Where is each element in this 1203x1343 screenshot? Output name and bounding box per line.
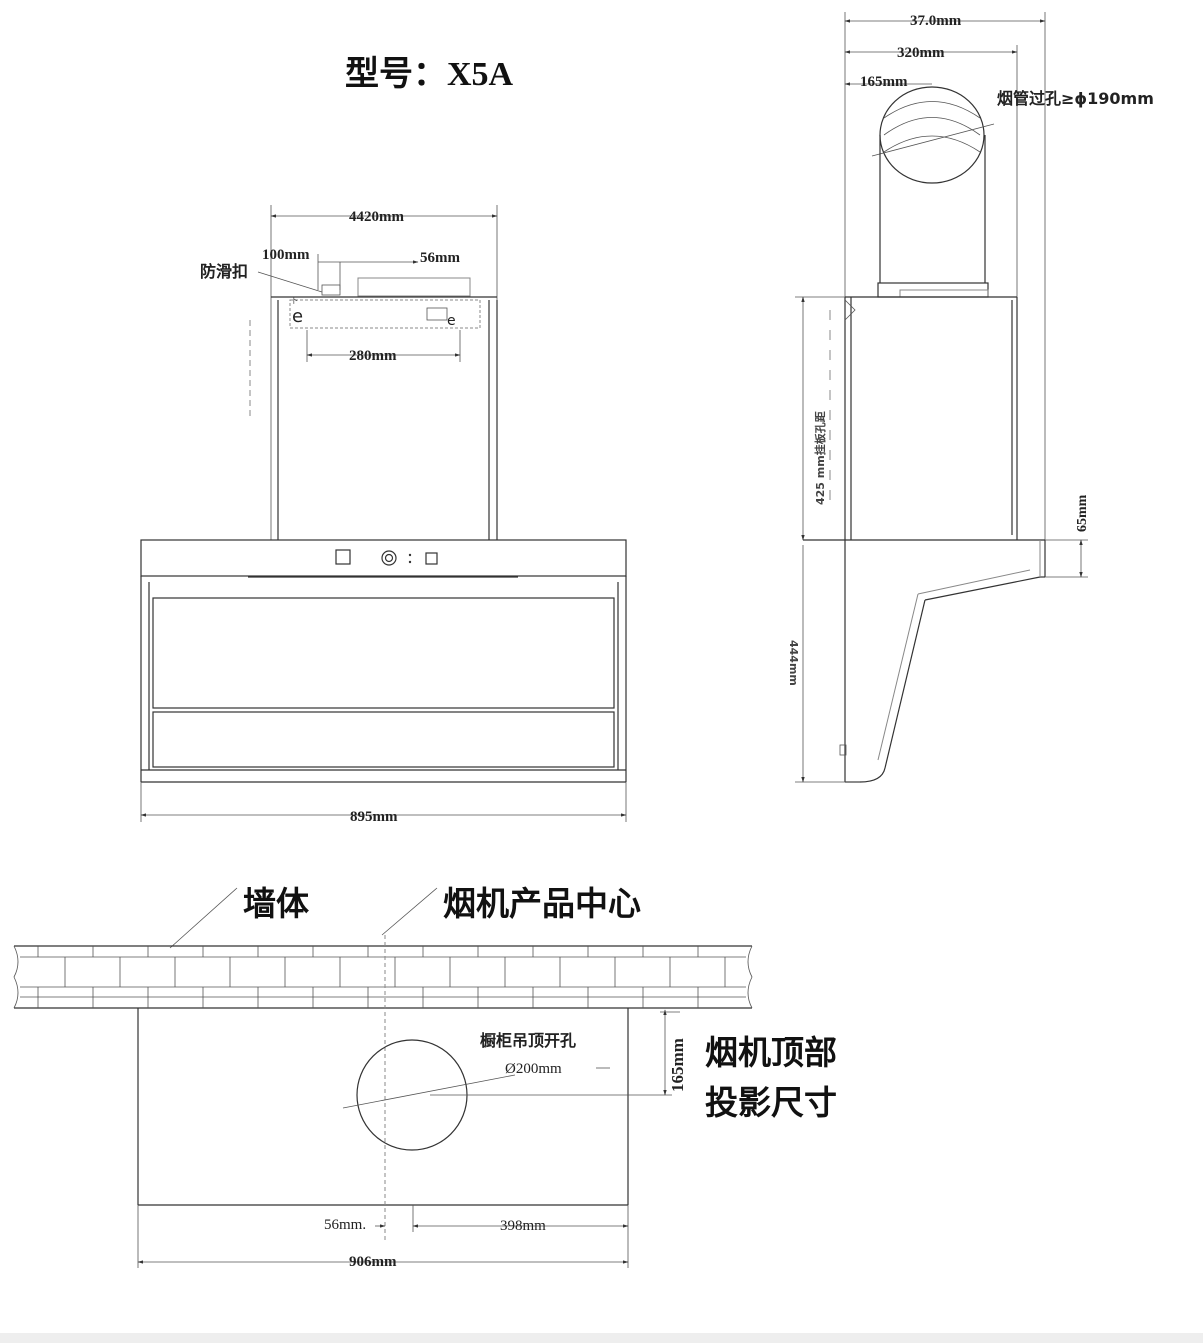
wall-bricks [13, 945, 753, 1009]
dim-906: 906mm [349, 1254, 397, 1270]
mark-right: e [447, 313, 456, 329]
control-button-right[interactable] [425, 552, 438, 565]
hanging-plate-distance: 425 mm挂板孔距 [813, 411, 827, 505]
projection-label-line2: 投影尺寸 [705, 1083, 837, 1122]
projection-label-line1: 烟机顶部 [705, 1033, 837, 1072]
dim-56-plan: 56mm. [324, 1217, 366, 1233]
dim-165-side: 165mm [860, 74, 908, 90]
dim-370: 37.0mm [910, 13, 962, 29]
model-title: 型号：X5A [345, 55, 514, 93]
dim-100: 100mm [262, 247, 310, 263]
dim-65: 65mm [1075, 494, 1090, 532]
duct-hole-label: 烟管过孔≥ϕ190mm [997, 89, 1154, 108]
plan-view: 墙体 烟机产品中心 橱柜吊顶开孔 Ø200mm 165mm [13, 884, 837, 1270]
side-view: 37.0mm 320mm 165mm 烟管过孔≥ϕ190mm 425 mm挂板孔… [787, 12, 1154, 783]
dim-165-plan: 165mm [668, 1038, 687, 1092]
product-center-label: 烟机产品中心 [443, 884, 641, 923]
mark-small: 下 [290, 296, 298, 305]
hole-diameter: Ø200mm [505, 1061, 562, 1077]
dim-280: 280mm [349, 348, 397, 364]
dim-56-front: 56mm [420, 250, 460, 266]
dim-top-width: 4420mm [349, 209, 404, 225]
dim-444: 444mm [787, 640, 800, 686]
dim-398: 398mm [500, 1218, 546, 1234]
dim-320: 320mm [897, 45, 945, 61]
mark-left: e [292, 306, 303, 327]
dim-895: 895mm [350, 809, 398, 825]
cabinet-hole-label: 橱柜吊顶开孔 [480, 1031, 576, 1050]
control-knob[interactable] [381, 550, 397, 566]
wall-label: 墙体 [243, 884, 309, 923]
control-button-left[interactable] [335, 549, 351, 565]
anti-slip-label: 防滑扣 [200, 262, 248, 281]
front-view: 4420mm 100mm 56mm 防滑扣 下 e e 280mm [140, 205, 627, 825]
brick-joints [37, 946, 726, 1008]
bottom-bar [0, 1333, 1203, 1343]
